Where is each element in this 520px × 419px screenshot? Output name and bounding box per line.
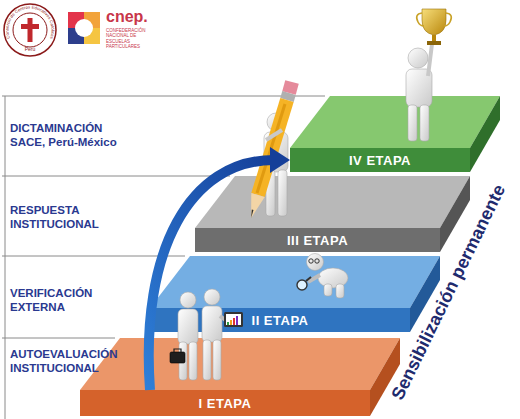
guide-line [2, 338, 115, 339]
magnifier-symbol [297, 259, 319, 290]
businessman-figure [178, 309, 198, 344]
logo-arc-text: Consorcio de Centros Educativos Católico… [4, 5, 55, 40]
inspector-figure [324, 284, 332, 296]
consortium-logo [4, 4, 56, 56]
cnep-logo-mark [75, 19, 93, 37]
stage-slab [290, 148, 470, 172]
chart-tablet [224, 312, 243, 327]
trophy-symbol [444, 13, 451, 26]
pencil-symbol [258, 100, 287, 195]
chart-tablet [226, 314, 241, 325]
inspector-figure [307, 254, 349, 299]
stage-slab [80, 390, 370, 416]
chart-tablet [227, 322, 229, 325]
inspector-figure [307, 254, 324, 271]
chart-tablet [224, 312, 243, 327]
businessman-figure [174, 349, 181, 352]
businessman-figure [213, 340, 221, 380]
cnep-logo-mark [68, 12, 100, 44]
stage-description: AUTOEVALUACIÓN INSTITUCIONAL [10, 347, 135, 376]
writer-figure [278, 170, 287, 216]
stage-slab [80, 338, 400, 390]
winner-figure [428, 44, 432, 76]
arrow-shaft [149, 160, 274, 390]
trophy-symbol [432, 35, 436, 41]
stage-slab [195, 228, 440, 252]
stage-slab [470, 96, 500, 172]
trophy-symbol [417, 13, 424, 26]
pencil-symbol [287, 93, 289, 100]
pencil-symbol [251, 210, 253, 219]
stage-description: RESPUESTA INSTITUCIONAL [10, 203, 135, 232]
winner-figure [420, 105, 429, 141]
consortium-logo [21, 24, 39, 29]
trophy-symbol [417, 9, 452, 45]
guide-line [2, 176, 230, 177]
magnifier-symbol [309, 259, 313, 263]
stage-band: IV ETAPA [290, 148, 470, 172]
stage-slab [80, 338, 400, 416]
magnifier-symbol [297, 280, 307, 290]
stage-slab [290, 96, 500, 172]
pencil-symbol [266, 130, 282, 140]
logo-wordmark: cnep. [106, 8, 148, 26]
businessman-figure [189, 342, 197, 380]
businessman-figure [180, 292, 196, 308]
stage-label: IV ETAPA [349, 153, 411, 168]
consortium-logo [13, 13, 47, 47]
stage-label: II ETAPA [252, 313, 309, 328]
stage-slab [195, 176, 470, 228]
chart-tablet [230, 320, 232, 325]
guide-line [5, 96, 6, 419]
businessman-figure [204, 289, 220, 305]
magnifier-symbol [315, 259, 319, 263]
stage-band: II ETAPA [150, 308, 410, 332]
businessman-figure [203, 340, 211, 380]
logo-country: Perú [18, 47, 42, 53]
guide-line [2, 96, 325, 97]
chart-tablet [233, 318, 235, 325]
pencil-symbol [251, 82, 292, 218]
pencil-symbol [251, 193, 265, 218]
stage-description: VERIFICACIÓN EXTERNA [10, 286, 135, 315]
stage-label: III ETAPA [287, 233, 348, 248]
arrow-head [270, 147, 290, 173]
businessman-figure [202, 289, 228, 380]
consortium-logo: Consorcio de Centros Educativos Católico… [4, 4, 56, 56]
trophy-symbol [422, 9, 446, 35]
winner-figure [408, 48, 428, 68]
inspector-figure [336, 284, 344, 298]
businessman-figure [170, 292, 198, 380]
stage-slab [195, 176, 470, 252]
stage-band: III ETAPA [195, 228, 440, 252]
curved-arrow [149, 147, 290, 390]
stage-slab [150, 256, 440, 308]
stage-slab [290, 96, 500, 148]
businessman-figure [202, 306, 222, 342]
trophy-symbol [427, 41, 441, 45]
winner-figure [406, 44, 432, 141]
stage-band: I ETAPA [80, 390, 370, 416]
winner-figure [408, 105, 417, 141]
businessman-figure [170, 352, 185, 363]
stage-description: DICTAMINACIÓN SACE, Perú-México [10, 121, 135, 150]
stage-label: I ETAPA [199, 396, 252, 411]
logo-subtitle: CONFEDERACIÓN NACIONAL DE ESCUELAS PARTI… [106, 28, 154, 50]
consortium-logo [28, 18, 33, 42]
logo-arc-text: Consorcio de Centros Educativos Católico… [4, 5, 55, 40]
magnifier-symbol [306, 277, 311, 281]
chart-tablet [236, 316, 238, 325]
side-caption: Sensibilización permanente [388, 181, 511, 403]
pencil-symbol [289, 82, 292, 93]
